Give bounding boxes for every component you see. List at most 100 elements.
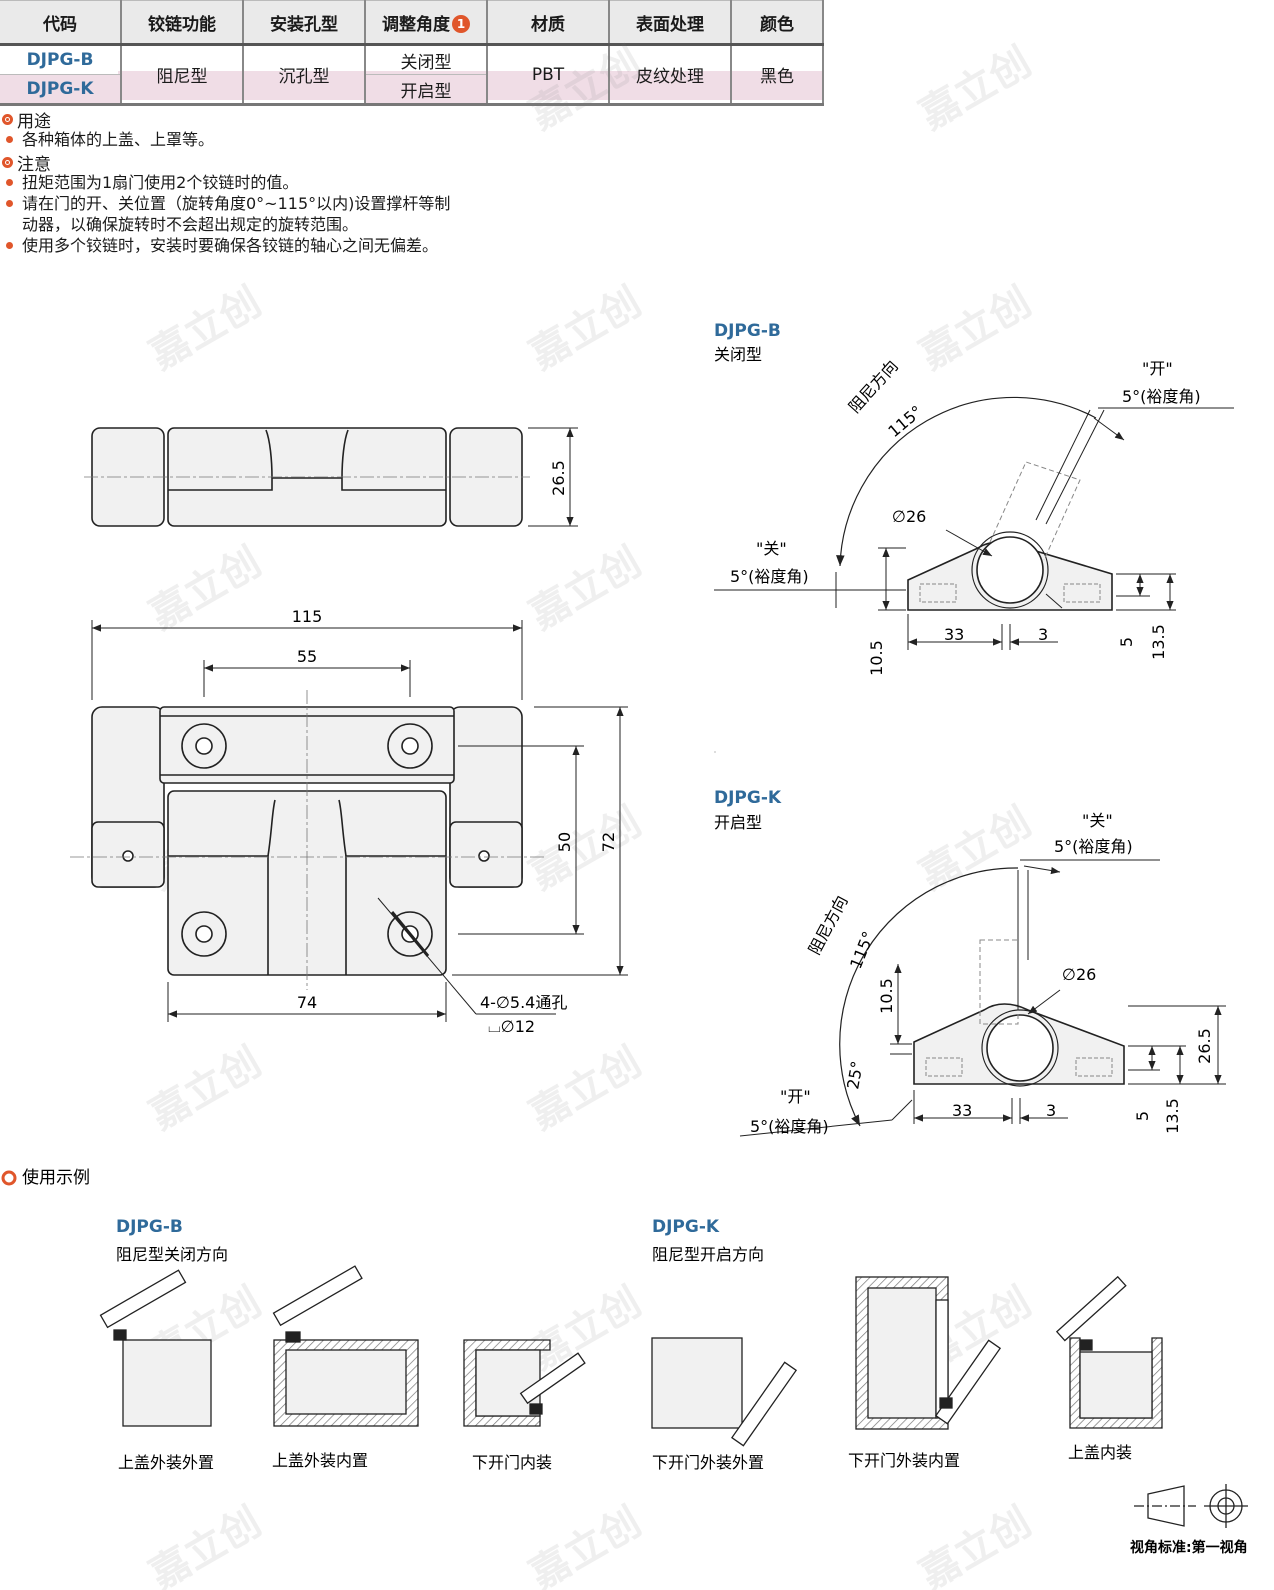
header-material: 材质 xyxy=(486,0,610,45)
header-function: 铰链功能 xyxy=(120,0,244,45)
note-item: 扭矩范围为1扇门使用2个铰链时的值。 xyxy=(22,173,299,192)
example-lower-door-outer-inner xyxy=(855,1276,1002,1430)
side-k-angle25: 25° xyxy=(843,1059,867,1090)
example-k-code: DJPG-K xyxy=(652,1217,720,1237)
watermark-text: 嘉立创 xyxy=(142,1039,269,1139)
example-lid-inner xyxy=(1055,1275,1163,1429)
side-k-d5: 5 xyxy=(1133,1111,1152,1121)
example-lower-door-outer-outer xyxy=(651,1337,798,1447)
view-standard: 视角标准:第一视角 xyxy=(1130,1539,1248,1556)
note-item: 使用多个铰链时，安装时要确保各铰链的轴心之间无偏差。 xyxy=(22,236,439,255)
front-dims xyxy=(91,620,628,1022)
notes-title: 注意 xyxy=(17,155,51,175)
bullet-dot-icon xyxy=(6,242,13,249)
header-code: 代码 xyxy=(0,0,122,45)
watermark-text: 嘉立创 xyxy=(522,1039,649,1139)
watermark-text: 嘉立创 xyxy=(522,279,649,379)
side-b-code: DJPG-B xyxy=(714,321,781,341)
example-b-code: DJPG-B xyxy=(116,1217,183,1237)
watermark-text: 嘉立创 xyxy=(522,1279,649,1379)
circle-bullet-icon xyxy=(2,157,13,168)
dim-text: 74 xyxy=(297,993,317,1012)
spec-row-b: DJPG-B 阻尼型 沉孔型 关闭型 PBT 皮纹处理 黑色 xyxy=(0,44,824,106)
circle-bullet-icon xyxy=(1,1170,17,1186)
watermark-text: 嘉立创 xyxy=(142,539,269,639)
side-b-d5: 5 xyxy=(1117,637,1136,647)
circle-bullet-icon xyxy=(2,114,13,125)
example-caption: 上盖内装 xyxy=(1068,1443,1132,1462)
function-cell: 阻尼型 xyxy=(120,44,244,106)
side-b-open-margin: 5°(裕度角) xyxy=(1122,387,1201,406)
side-b-type: 关闭型 xyxy=(714,345,762,364)
dim-text: 55 xyxy=(297,647,317,666)
watermark-text: 嘉立创 xyxy=(522,539,649,639)
side-k-d26-5: 26.5 xyxy=(1195,1028,1214,1064)
side-b-d13-5: 13.5 xyxy=(1149,624,1168,660)
side-k-d10-5: 10.5 xyxy=(877,978,896,1014)
code-cell-b: DJPG-B xyxy=(0,44,122,75)
center-lines xyxy=(70,690,544,990)
side-k-dia: ∅26 xyxy=(1062,965,1096,984)
spec-row-k: DJPG-K 开启型 xyxy=(0,74,823,106)
first-angle-projection-icon xyxy=(1134,1484,1248,1528)
header-color: 颜色 xyxy=(730,0,824,45)
example-caption: 下开门外装外置 xyxy=(652,1453,764,1472)
watermark-text: 嘉立创 xyxy=(912,39,1039,139)
watermark-text: 嘉立创 xyxy=(912,1499,1039,1590)
dim-26-5 xyxy=(528,427,578,527)
example-k-sub: 阻尼型开启方向 xyxy=(652,1245,764,1264)
example-caption: 上盖外装外置 xyxy=(118,1453,214,1472)
side-k-d3: 3 xyxy=(1046,1101,1056,1120)
side-k-direction: 阻尼方向 xyxy=(805,892,852,957)
watermark-text: 嘉立创 xyxy=(522,39,649,139)
side-view-b xyxy=(714,396,1234,650)
side-k-angle: 115° xyxy=(846,929,878,972)
usage-title: 用途 xyxy=(17,112,51,132)
code-cell-k: DJPG-K xyxy=(0,74,122,106)
surface-cell: 皮纹处理 xyxy=(608,44,732,106)
notes-heading: 注意 xyxy=(2,150,51,175)
note-item-cont: 动器，以确保旋转时不会超出规定的旋转范围。 xyxy=(22,215,359,234)
watermark-text: 嘉立创 xyxy=(912,799,1039,899)
dim-text: 115 xyxy=(292,607,323,626)
side-k-d13-5: 13.5 xyxy=(1163,1098,1182,1134)
side-view-k xyxy=(739,859,1226,1137)
header-hole: 安装孔型 xyxy=(242,0,366,45)
example-lower-door-inner xyxy=(463,1339,586,1427)
note-item: 请在门的开、关位置（旋转角度0°~115°以内)设置撑杆等制 xyxy=(22,194,451,213)
note-badge: 1 xyxy=(452,14,470,33)
side-k-close-label: "关" xyxy=(1082,811,1113,830)
hole-note: 4-∅5.4通孔 xyxy=(480,993,567,1012)
side-k-type: 开启型 xyxy=(714,813,762,832)
bullet-dot-icon xyxy=(6,200,13,207)
side-k-d33: 33 xyxy=(952,1101,972,1120)
side-k-open-margin: 5°(裕度角) xyxy=(750,1117,829,1136)
usage-item: 各种箱体的上盖、上罩等。 xyxy=(22,130,215,149)
example-lid-outer-outer xyxy=(99,1269,212,1427)
side-b-close-label: "关" xyxy=(756,539,787,558)
side-b-d33: 33 xyxy=(944,625,964,644)
header-adjust-label: 调整角度 xyxy=(382,14,450,35)
hole-cell: 沉孔型 xyxy=(242,44,366,106)
side-b-direction: 阻尼方向 xyxy=(845,356,902,416)
side-b-open-label: "开" xyxy=(1142,359,1173,378)
bullet-dot-icon xyxy=(6,179,13,186)
example-b-sub: 阻尼型关闭方向 xyxy=(116,1245,228,1264)
side-k-code: DJPG-K xyxy=(714,788,782,808)
side-b-d10-5: 10.5 xyxy=(867,640,886,676)
material-cell: PBT xyxy=(486,44,610,106)
dim-text: 50 xyxy=(555,832,574,852)
examples-title: 使用示例 xyxy=(22,1167,90,1188)
adjust-cell-k: 开启型 xyxy=(364,74,488,106)
example-caption: 上盖外装内置 xyxy=(272,1451,368,1470)
example-caption: 下开门外装内置 xyxy=(848,1451,960,1470)
adjust-cell-b: 关闭型 xyxy=(364,44,488,75)
bullet-dot-icon xyxy=(6,136,13,143)
side-b-d3: 3 xyxy=(1038,625,1048,644)
side-b-close-margin: 5°(裕度角) xyxy=(730,567,809,586)
example-caption: 下开门内装 xyxy=(472,1453,552,1472)
